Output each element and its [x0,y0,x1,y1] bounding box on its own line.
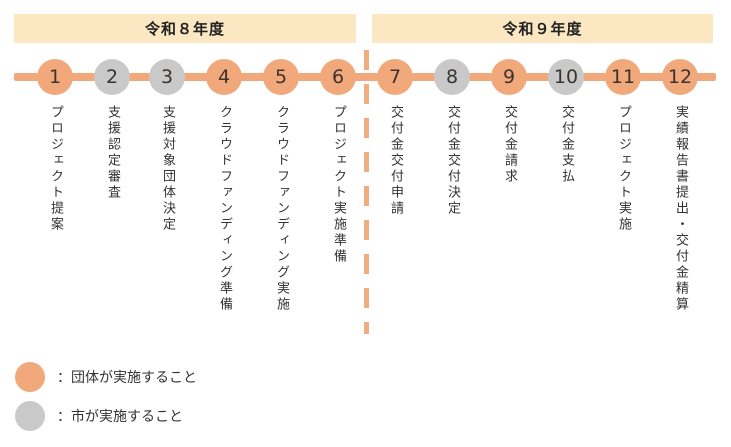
step-number: 2 [105,65,119,88]
fiscal-year-band-reiwa9: 令和９年度 [372,14,713,43]
timeline-step-3: 3 支援対象団体決定 [149,59,185,233]
timeline-step-11: 11 プロジェクト実施 [605,59,641,233]
step-number: 6 [331,65,345,88]
legend-marker-orange-circle [15,362,45,392]
step-label: 支援認定審査 [105,105,120,201]
timeline-step-12: 12 実績報告書提出・交付金精算 [662,59,698,313]
step-marker-circle: 8 [434,59,470,95]
step-label: クラウドファンディング準備 [217,105,232,313]
step-number: 10 [553,65,579,88]
step-label: プロジェクト提案 [48,105,63,233]
step-label: 交付金請求 [502,105,517,185]
step-number: 1 [48,65,62,88]
legend-item-organization: ：団体が実施すること [15,362,197,392]
timeline-step-5: 5 クラウドファンディング実施 [263,59,299,313]
step-marker-circle: 4 [206,59,242,95]
step-label: クラウドファンディング実施 [274,105,289,313]
timeline-step-2: 2 支援認定審査 [94,59,130,201]
step-marker-circle: 6 [320,59,356,95]
step-label: 支援対象団体決定 [160,105,175,233]
step-number: 7 [388,65,402,88]
step-number: 4 [217,65,231,88]
timeline-step-6: 6 プロジェクト実施準備 [320,59,356,265]
timeline-step-1: 1 プロジェクト提案 [37,59,73,233]
step-marker-circle: 3 [149,59,185,95]
timeline-step-9: 9 交付金請求 [491,59,527,185]
step-marker-circle: 9 [491,59,527,95]
step-number: 3 [160,65,174,88]
step-label: 交付金交付決定 [445,105,460,217]
step-label: 交付金支払 [559,105,574,185]
step-number: 11 [610,65,636,88]
legend-label: ：市が実施すること [57,409,183,425]
legend-marker-gray-circle [15,401,45,431]
step-label: プロジェクト実施 [616,105,631,233]
step-marker-circle: 12 [662,59,698,95]
timeline-step-4: 4 クラウドファンディング準備 [206,59,242,313]
step-label: 交付金交付申請 [388,105,403,217]
step-marker-circle: 7 [377,59,413,95]
step-marker-circle: 5 [263,59,299,95]
step-number: 8 [445,65,459,88]
fiscal-year-label: 令和８年度 [144,20,225,38]
step-number: 5 [274,65,288,88]
timeline-step-8: 8 交付金交付決定 [434,59,470,217]
fiscal-year-band-reiwa8: 令和８年度 [14,14,356,43]
fiscal-year-label: 令和９年度 [502,20,583,38]
timeline-step-7: 7 交付金交付申請 [377,59,413,217]
legend-item-city: ：市が実施すること [15,401,183,431]
step-label: 実績報告書提出・交付金精算 [673,105,688,313]
legend-label: ：団体が実施すること [57,370,197,386]
year-divider-dashed-line [364,50,369,334]
step-marker-circle: 11 [605,59,641,95]
timeline-step-10: 10 交付金支払 [548,59,584,185]
step-number: 12 [667,65,693,88]
step-marker-circle: 10 [548,59,584,95]
step-marker-circle: 1 [37,59,73,95]
step-label: プロジェクト実施準備 [331,105,346,265]
step-number: 9 [502,65,516,88]
step-marker-circle: 2 [94,59,130,95]
